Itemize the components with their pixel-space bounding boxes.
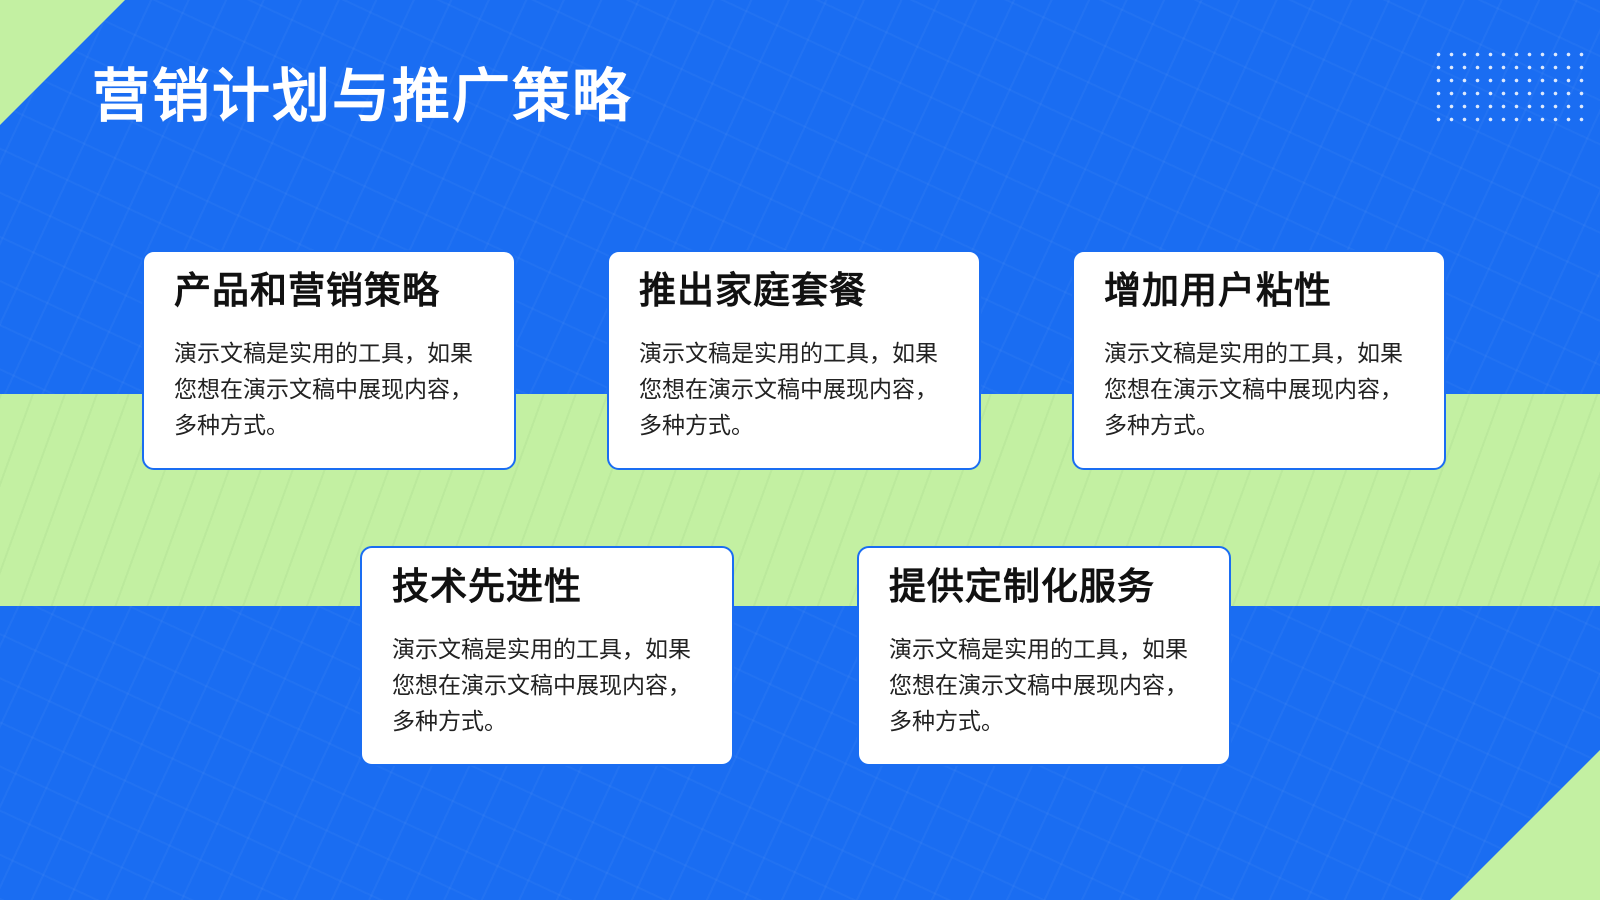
corner-triangle-top-left [0,0,125,125]
card-custom-service: 提供定制化服务 演示文稿是实用的工具，如果您想在演示文稿中展现内容，多种方式。 [857,546,1231,766]
card-user-stickiness: 增加用户粘性 演示文稿是实用的工具，如果您想在演示文稿中展现内容，多种方式。 [1072,250,1446,470]
card-body: 演示文稿是实用的工具，如果您想在演示文稿中展现内容，多种方式。 [1104,341,1403,439]
card-body: 演示文稿是实用的工具，如果您想在演示文稿中展现内容，多种方式。 [392,637,691,735]
dot-grid-decoration [1432,48,1590,130]
card-tech-advancement: 技术先进性 演示文稿是实用的工具，如果您想在演示文稿中展现内容，多种方式。 [360,546,734,766]
card-body: 演示文稿是实用的工具，如果您想在演示文稿中展现内容，多种方式。 [889,637,1188,735]
card-product-marketing: 产品和营销策略 演示文稿是实用的工具，如果您想在演示文稿中展现内容，多种方式。 [142,250,516,470]
card-family-package: 推出家庭套餐 演示文稿是实用的工具，如果您想在演示文稿中展现内容，多种方式。 [607,250,981,470]
card-body: 演示文稿是实用的工具，如果您想在演示文稿中展现内容，多种方式。 [639,341,938,439]
card-title: 产品和营销策略 [174,269,440,312]
corner-triangle-bottom-right [1450,750,1600,900]
card-title: 推出家庭套餐 [639,269,867,312]
card-body: 演示文稿是实用的工具，如果您想在演示文稿中展现内容，多种方式。 [174,341,473,439]
page-title: 营销计划与推广策略 [92,62,633,130]
card-title: 技术先进性 [392,565,582,608]
card-title: 提供定制化服务 [889,565,1155,608]
card-title: 增加用户粘性 [1104,269,1332,312]
